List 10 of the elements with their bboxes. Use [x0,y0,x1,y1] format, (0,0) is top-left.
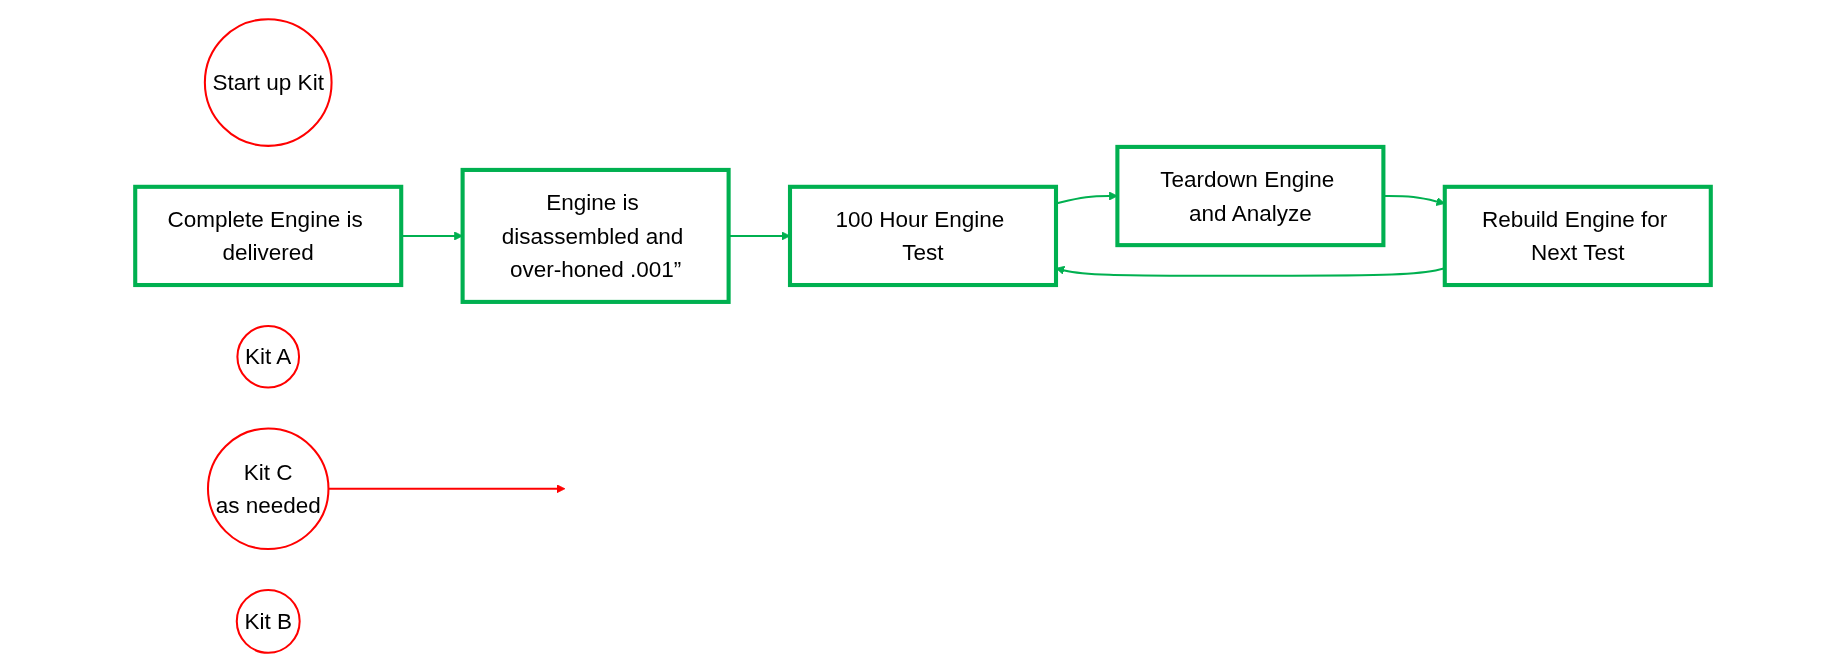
node-box: Complete Engine is delivered [132,184,403,287]
node-box: Teardown Engine and Analyze [1114,144,1385,247]
node-box: 100 Hour Engine Test [787,184,1058,287]
node-circle: Kit A [235,324,300,389]
node-box: Rebuild Engine for Next Test [1442,184,1713,287]
arrow [327,483,565,493]
node-circle: Kit C as needed [206,427,329,550]
node-circle: Kit B [235,588,301,654]
node-circle: Start up Kit [203,17,333,147]
node-box: Engine is disassembled and over-honed .001” [460,167,731,304]
